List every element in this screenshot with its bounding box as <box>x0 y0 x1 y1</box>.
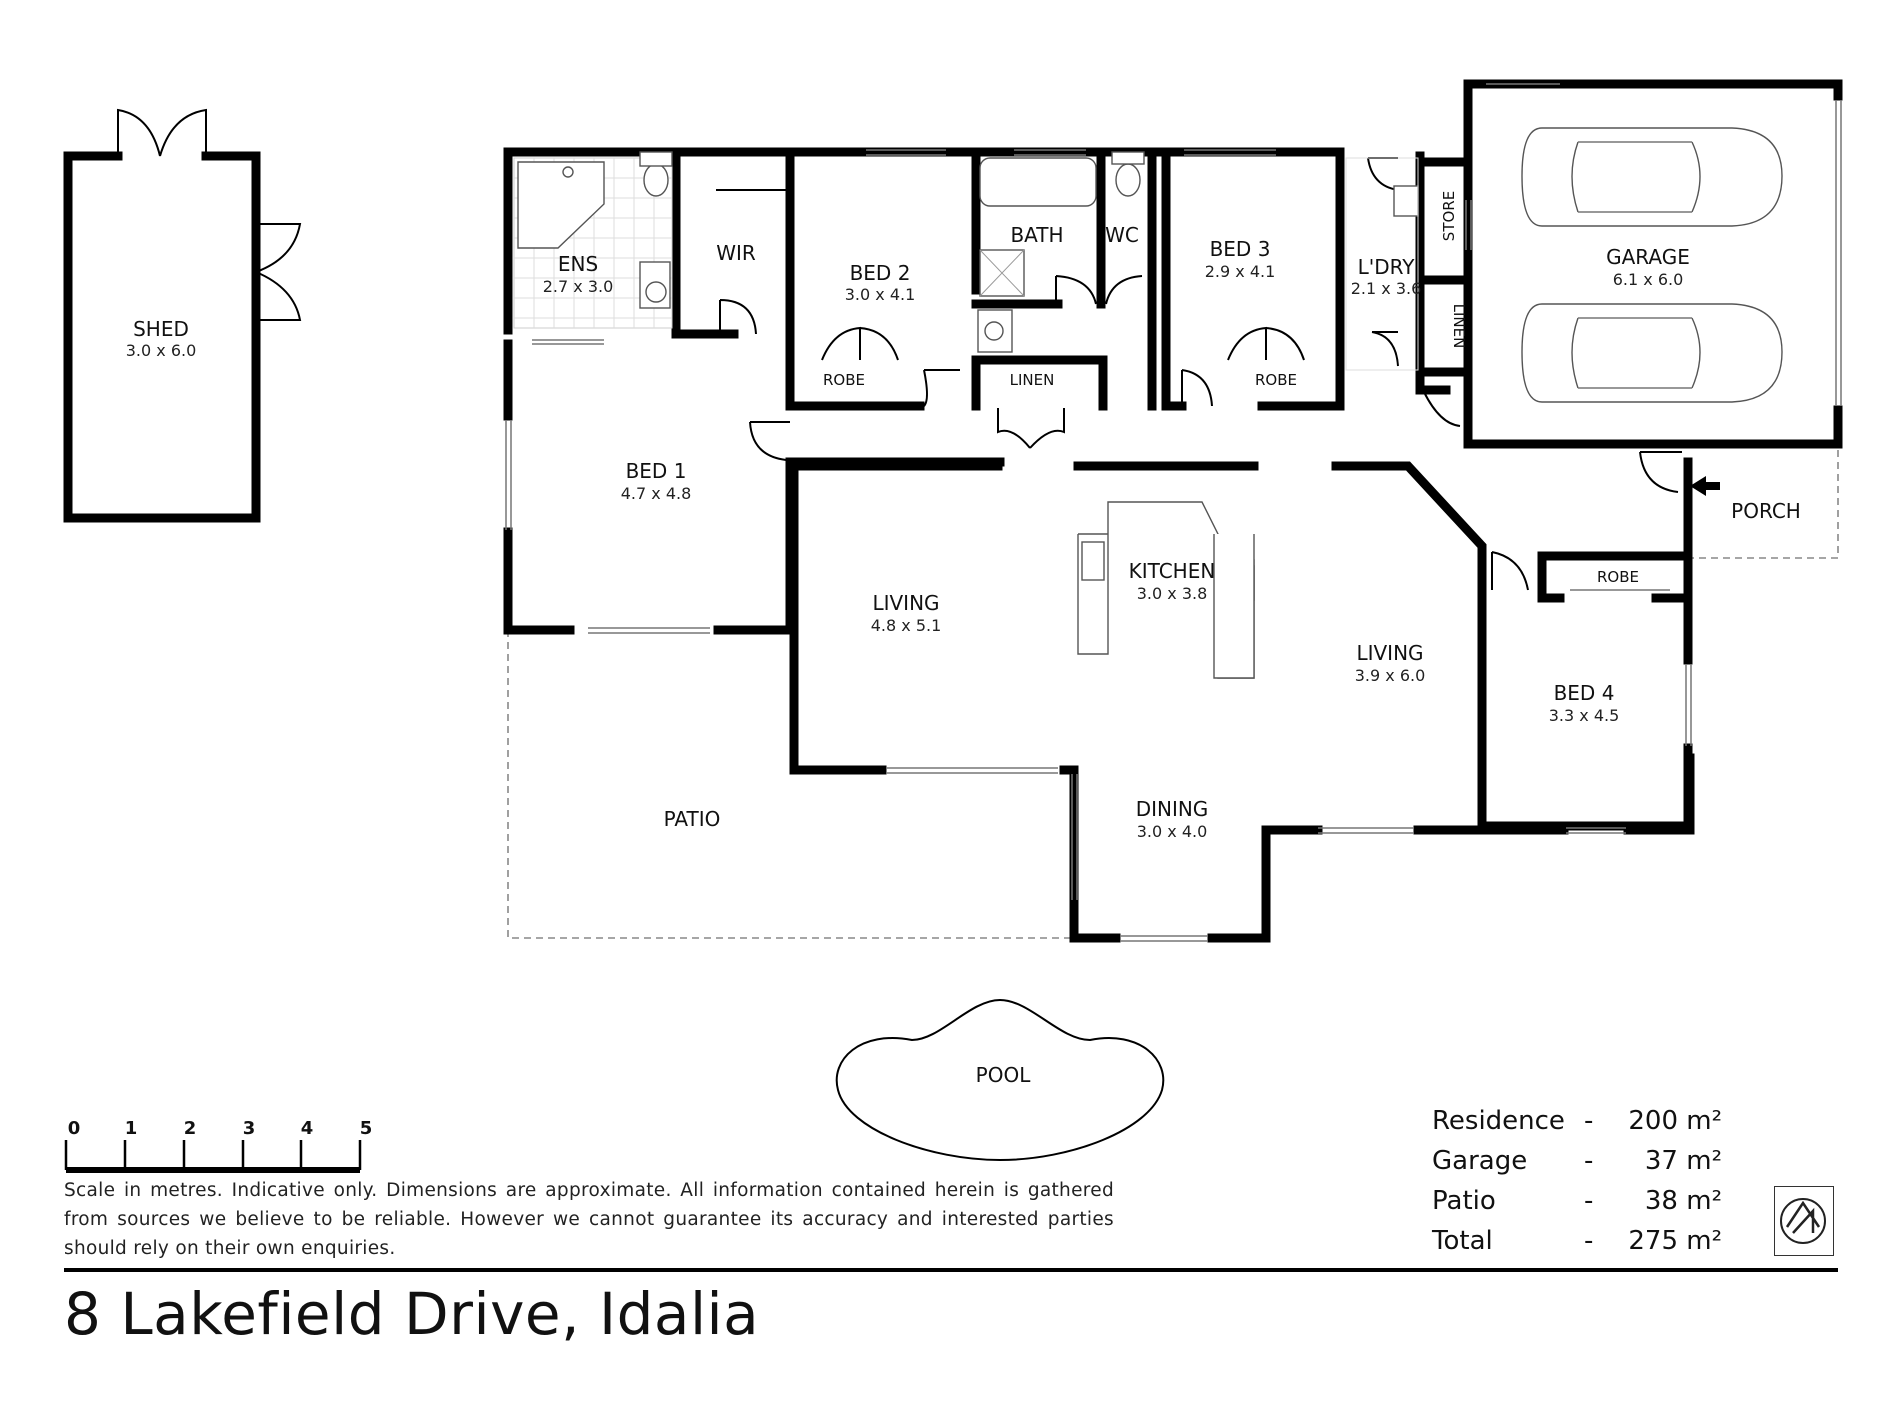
garage-dims: 6.1 x 6.0 <box>1613 270 1684 289</box>
scale-tick-4: 4 <box>301 1118 314 1139</box>
scale-tick-0: 0 <box>68 1118 81 1139</box>
scale-tick-2: 2 <box>184 1118 197 1139</box>
living2-label: LIVING <box>1356 641 1423 665</box>
scale-bar: 0 1 2 3 4 5 <box>64 1118 373 1173</box>
car-bottom <box>1521 303 1783 403</box>
kitchen-dims: 3.0 x 3.8 <box>1137 584 1208 603</box>
area-label: Total <box>1432 1226 1493 1256</box>
doors <box>719 157 1720 591</box>
bed2-label: BED 2 <box>850 261 911 285</box>
shed: SHED 3.0 x 6.0 <box>63 108 302 523</box>
scale-tick-1: 1 <box>125 1118 138 1139</box>
area-value: 275 m² <box>1628 1226 1722 1256</box>
pool <box>835 998 1165 1162</box>
bed4-label: BED 4 <box>1554 681 1615 705</box>
kitchen-label: KITCHEN <box>1129 559 1216 583</box>
patio-outline <box>507 630 1070 939</box>
area-separator: - <box>1584 1106 1594 1136</box>
bed3-dims: 2.9 x 4.1 <box>1205 262 1276 281</box>
area-separator: - <box>1584 1226 1594 1256</box>
ldry-dims: 2.1 x 3.6 <box>1351 279 1422 298</box>
bath-label: BATH <box>1010 223 1063 247</box>
area-row-garage: Garage - 37 m² <box>1432 1146 1722 1186</box>
area-value: 200 m² <box>1628 1106 1722 1136</box>
living1-label: LIVING <box>872 591 939 615</box>
house-walls <box>503 79 1843 943</box>
car-top <box>1521 127 1783 227</box>
windows <box>505 83 1842 942</box>
bed2-dims: 3.0 x 4.1 <box>845 285 916 304</box>
disclaimer: Scale in metres. Indicative only. Dimens… <box>64 1180 1114 1259</box>
dining-dims: 3.0 x 4.0 <box>1137 822 1208 841</box>
bed3-label: BED 3 <box>1210 237 1271 261</box>
area-row-total: Total - 275 m² <box>1432 1226 1722 1266</box>
title-rule <box>64 1268 1838 1272</box>
garage-label: GARAGE <box>1606 245 1690 269</box>
area-separator: - <box>1584 1146 1594 1176</box>
shed-label: SHED <box>133 317 189 341</box>
area-value: 37 m² <box>1644 1146 1722 1176</box>
linen-ldry-label: LINEN <box>1450 304 1468 349</box>
area-value: 38 m² <box>1644 1186 1722 1216</box>
robe-bed3-label: ROBE <box>1255 371 1297 389</box>
linen-hall-label: LINEN <box>1010 371 1055 389</box>
shed-dims: 3.0 x 6.0 <box>126 341 197 360</box>
north-logo-icon <box>1774 1186 1834 1256</box>
north-arrow-icon <box>1780 1198 1826 1244</box>
scale-tick-3: 3 <box>243 1118 256 1139</box>
bed4-dims: 3.3 x 4.5 <box>1549 706 1620 725</box>
patio-label: PATIO <box>664 807 721 831</box>
robe-bed2-label: ROBE <box>823 371 865 389</box>
ens-dims: 2.7 x 3.0 <box>543 277 614 296</box>
store-label: STORE <box>1440 191 1458 241</box>
area-label: Garage <box>1432 1146 1528 1176</box>
wc-label: WC <box>1105 223 1139 247</box>
area-row-patio: Patio - 38 m² <box>1432 1186 1722 1226</box>
robe-bed4-label: ROBE <box>1597 568 1639 586</box>
area-separator: - <box>1584 1186 1594 1216</box>
porch-label: PORCH <box>1731 499 1801 523</box>
area-summary: Residence - 200 m² Garage - 37 m² Patio … <box>1432 1106 1722 1266</box>
living2-dims: 3.9 x 6.0 <box>1355 666 1426 685</box>
pool-label: POOL <box>976 1063 1032 1087</box>
living1-dims: 4.8 x 5.1 <box>871 616 942 635</box>
scale-tick-5: 5 <box>360 1118 373 1139</box>
fixtures <box>513 151 1670 679</box>
dining-label: DINING <box>1136 797 1209 821</box>
bed1-label: BED 1 <box>626 459 687 483</box>
area-label: Residence <box>1432 1106 1565 1136</box>
area-row-residence: Residence - 200 m² <box>1432 1106 1722 1146</box>
ens-label: ENS <box>558 252 598 276</box>
ldry-label: L'DRY <box>1358 255 1416 279</box>
area-label: Patio <box>1432 1186 1496 1216</box>
bed1-dims: 4.7 x 4.8 <box>621 484 692 503</box>
property-address: 8 Lakefield Drive, Idalia <box>64 1280 760 1348</box>
wir-label: WIR <box>716 241 756 265</box>
